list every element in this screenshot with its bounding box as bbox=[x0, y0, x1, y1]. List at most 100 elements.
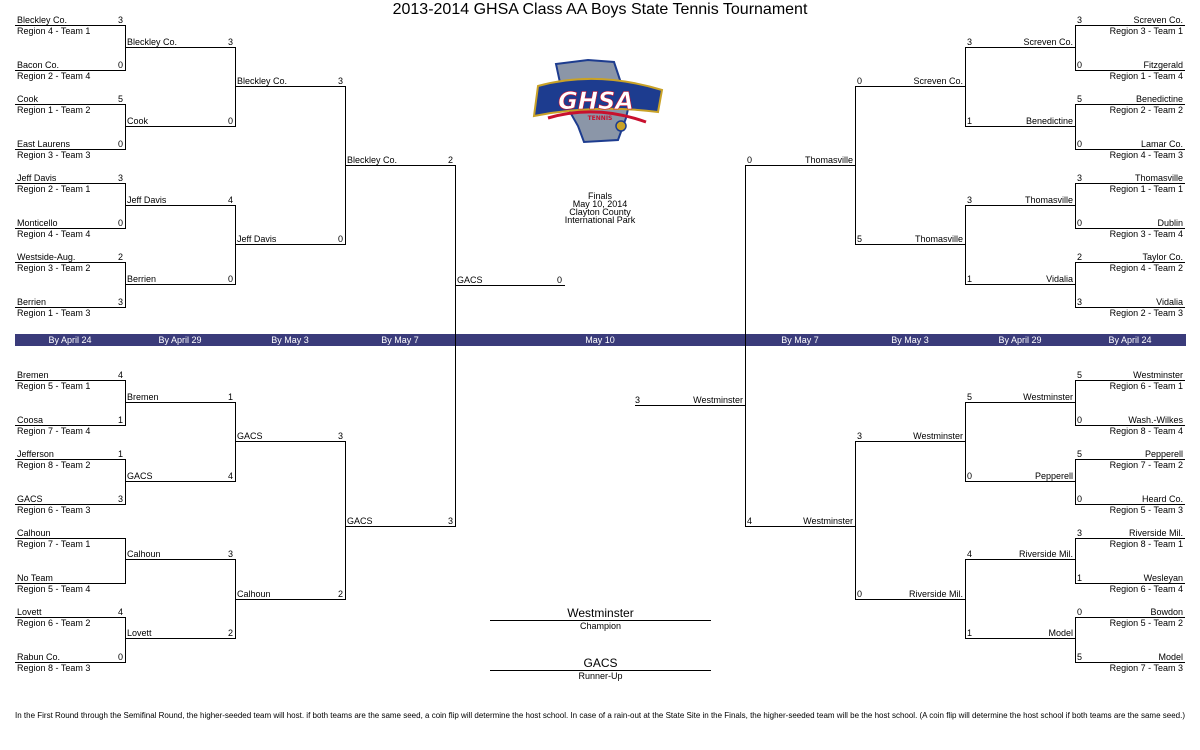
score: 3 bbox=[338, 76, 344, 86]
score: 2 bbox=[228, 628, 234, 638]
seed-label: Region 5 - Team 3 bbox=[1109, 505, 1183, 515]
bracket-line bbox=[1075, 538, 1076, 584]
bracket-line bbox=[1075, 617, 1076, 663]
bracket-line bbox=[1075, 459, 1185, 460]
team-name: Vidalia bbox=[1156, 297, 1183, 307]
score: 2 bbox=[1077, 252, 1083, 262]
bracket-line bbox=[125, 538, 126, 584]
score: 3 bbox=[228, 37, 234, 47]
score: 3 bbox=[967, 195, 973, 205]
bracket-line bbox=[125, 205, 235, 206]
bracket-line bbox=[1075, 307, 1185, 308]
team-name: Pepperell bbox=[1144, 449, 1183, 459]
score: 4 bbox=[118, 607, 124, 617]
team-name: Lamar Co. bbox=[1140, 139, 1183, 149]
score: 3 bbox=[1077, 15, 1083, 25]
score: 5 bbox=[1077, 652, 1083, 662]
logo-wordmark: GHSA bbox=[558, 87, 634, 115]
seed-label: Region 5 - Team 2 bbox=[1109, 618, 1183, 628]
seed-label: Region 4 - Team 2 bbox=[1109, 263, 1183, 273]
score: 0 bbox=[747, 155, 753, 165]
seed-label: Region 8 - Team 4 bbox=[1109, 426, 1183, 436]
runner-up-name: GACS bbox=[583, 656, 618, 670]
seed-label: Region 1 - Team 4 bbox=[1109, 71, 1183, 81]
ghsa-tennis-logo: GHSA TENNIS bbox=[526, 56, 670, 146]
team-name: Bleckley Co. bbox=[237, 76, 288, 86]
score: 3 bbox=[635, 395, 641, 405]
round-date-label: By April 24 bbox=[1108, 335, 1152, 345]
bracket-line bbox=[455, 285, 565, 286]
score: 3 bbox=[118, 297, 124, 307]
score: 3 bbox=[228, 549, 234, 559]
bracket-line bbox=[1075, 262, 1185, 263]
bracket-line bbox=[15, 25, 125, 26]
score: 4 bbox=[228, 195, 234, 205]
team-name: Riverside Mil. bbox=[908, 589, 963, 599]
score: 3 bbox=[118, 15, 124, 25]
bracket-line bbox=[1075, 380, 1185, 381]
team-name: Rabun Co. bbox=[17, 652, 61, 662]
seed-label: Region 7 - Team 2 bbox=[1109, 460, 1183, 470]
bracket-line bbox=[1075, 538, 1185, 539]
bracket-line bbox=[1075, 183, 1076, 229]
seed-label: Region 2 - Team 2 bbox=[1109, 105, 1183, 115]
bracket-line bbox=[15, 149, 125, 150]
team-name: Bremen bbox=[17, 370, 49, 380]
bracket-line bbox=[345, 441, 346, 600]
team-name: Bleckley Co. bbox=[17, 15, 68, 25]
bracket-line bbox=[1075, 459, 1076, 505]
score: 5 bbox=[1077, 370, 1083, 380]
bracket-line bbox=[1075, 583, 1185, 584]
team-name: GACS bbox=[127, 471, 153, 481]
champion-label: Champion bbox=[579, 621, 622, 631]
bracket-line bbox=[125, 104, 126, 150]
team-name: Westminster bbox=[1023, 392, 1073, 402]
score: 0 bbox=[118, 60, 124, 70]
round-date-label: May 10 bbox=[585, 335, 615, 345]
bracket-line bbox=[745, 165, 855, 166]
bracket-line bbox=[125, 481, 235, 482]
bracket-line bbox=[235, 86, 345, 87]
bracket-line bbox=[965, 47, 966, 127]
seed-label: Region 1 - Team 3 bbox=[17, 308, 91, 318]
seed-label: Region 1 - Team 1 bbox=[1109, 184, 1183, 194]
bracket-line bbox=[125, 47, 235, 48]
team-name: Bleckley Co. bbox=[127, 37, 178, 47]
seed-label: Region 6 - Team 1 bbox=[1109, 381, 1183, 391]
bracket-line bbox=[965, 205, 1075, 206]
score: 0 bbox=[228, 274, 234, 284]
score: 0 bbox=[1077, 494, 1083, 504]
bracket-line bbox=[1075, 70, 1185, 71]
bracket-line bbox=[1075, 662, 1185, 663]
team-name: GACS bbox=[347, 516, 373, 526]
bracket-line bbox=[235, 244, 345, 245]
bracket-line bbox=[965, 559, 1075, 560]
bracket-line bbox=[125, 402, 235, 403]
team-name: Model bbox=[1158, 652, 1183, 662]
team-name: Wesleyan bbox=[1143, 573, 1183, 583]
seed-label: Region 5 - Team 1 bbox=[17, 381, 91, 391]
seed-label: Region 3 - Team 4 bbox=[1109, 229, 1183, 239]
bracket-line bbox=[965, 559, 966, 639]
bracket-line bbox=[15, 228, 125, 229]
score: 5 bbox=[1077, 94, 1083, 104]
score: 0 bbox=[967, 471, 973, 481]
bracket-line bbox=[15, 104, 125, 105]
team-name: Dublin bbox=[1157, 218, 1183, 228]
team-name: Lovett bbox=[127, 628, 152, 638]
bracket-line bbox=[965, 126, 1075, 127]
bracket-line bbox=[855, 441, 856, 600]
score: 2 bbox=[118, 252, 124, 262]
seed-label: Region 1 - Team 2 bbox=[17, 105, 91, 115]
seed-label: Region 3 - Team 1 bbox=[1109, 26, 1183, 36]
team-name: Screven Co. bbox=[913, 76, 963, 86]
bracket-line bbox=[1075, 25, 1076, 71]
seed-label: Region 6 - Team 4 bbox=[1109, 584, 1183, 594]
finals-line: Finals bbox=[587, 191, 612, 201]
bracket-line bbox=[855, 244, 965, 245]
team-name: Calhoun bbox=[17, 528, 51, 538]
team-name: East Laurens bbox=[17, 139, 71, 149]
team-name: Heard Co. bbox=[1141, 494, 1183, 504]
team-name: Screven Co. bbox=[1023, 37, 1073, 47]
finals-info: Finals May 10, 2014 Clayton County Inter… bbox=[540, 191, 660, 225]
